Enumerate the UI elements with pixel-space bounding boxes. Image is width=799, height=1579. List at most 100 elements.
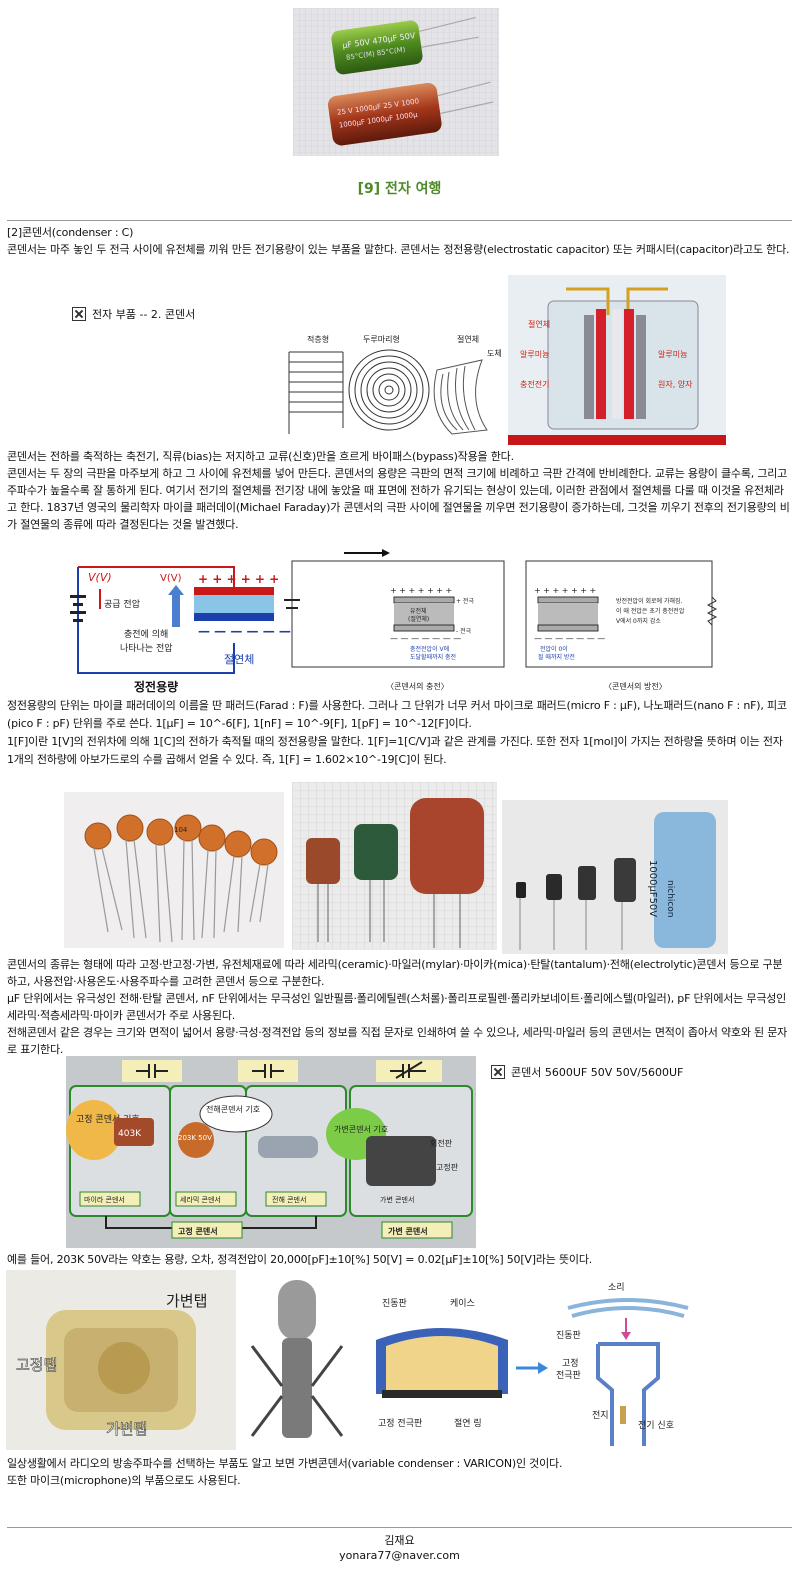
microphone-signal-diagram: 소리 진동판 고정 전극판 전지 전기 신호 xyxy=(548,1278,708,1450)
author-email[interactable]: yonara77@naver.com xyxy=(339,1549,460,1562)
diagram-label: 고정 xyxy=(562,1358,579,1369)
diagram-label: nichicon xyxy=(665,880,675,918)
capacitor-construction-diagram: 적층형 두루마리형 절연체 도체 xyxy=(277,330,505,442)
units-text: 정전용량의 단위는 마이클 패러데이의 이름을 딴 패러드(Farad : F)… xyxy=(7,699,787,730)
ceramic-capacitors-photo: 104 xyxy=(64,792,284,948)
diagram-label: 회전판 xyxy=(430,1138,453,1148)
divider-top xyxy=(7,220,792,221)
svg-text:+ + + + + + +: + + + + + + + xyxy=(534,586,596,595)
function-text: 콘덴서는 전하를 축적하는 축전기, 직류(bias)는 저지하고 교류(신호)… xyxy=(7,450,514,463)
broken-image-icon xyxy=(491,1065,505,1079)
diagram-label: 절연 링 xyxy=(454,1417,482,1429)
broken-image-parts-label: 전자 부품 -- 2. 콘덴서 xyxy=(92,308,196,321)
label-stacked: 적층형 xyxy=(307,334,329,344)
diagram-label: 나타나는 전압 xyxy=(120,642,173,654)
microphone-photo xyxy=(242,1276,352,1450)
diagram-label: 이 때 전압은 초기 충전전압 xyxy=(616,607,685,615)
diagram-label: (절연체) xyxy=(408,615,429,623)
diagram-label: 정전용량 xyxy=(134,679,178,694)
svg-text:V(V): V(V) xyxy=(88,571,112,584)
microphone-structure-diagram: 진동판 케이스 고정 전극판 절연 링 xyxy=(362,1290,602,1440)
variable-capacitor-photo: 가변탭 고정탭 가변탭 xyxy=(6,1270,236,1450)
paragraph-example: 예를 들어, 203K 50V라는 약호는 용량, 오차, 정격전압이 20,0… xyxy=(7,1251,792,1268)
diagram-label: V에서 0까지 감소 xyxy=(616,617,661,625)
diagram-label: 고정탭 xyxy=(16,1356,57,1374)
diagram-label: 가변 콘덴서 xyxy=(388,1226,428,1236)
diagram-label: 가변콘덴서 기호 xyxy=(334,1124,388,1134)
diagram-label: 공급 전압 xyxy=(104,598,140,610)
marking-text: 전해콘덴서 같은 경우는 크기와 면적이 넓어서 용량·극성·정격전압 등의 정… xyxy=(7,1026,788,1056)
diagram-label: 소리 xyxy=(608,1282,625,1293)
diagram-label: 전극판 xyxy=(556,1370,581,1381)
diagram-label: 마이라 콘덴서 xyxy=(84,1195,125,1204)
divider-bottom xyxy=(7,1527,792,1528)
microphone-text: 또한 마이크(microphone)의 부품으로도 사용된다. xyxy=(7,1474,241,1487)
diagram-label: 〈콘덴서의 충전〉 xyxy=(386,681,449,691)
diagram-label: 고정 전극판 xyxy=(378,1418,422,1429)
radio-text: 일상생활에서 라디오의 방송주파수를 선택하는 부품도 알고 보면 가변콘덴서(… xyxy=(7,1457,563,1470)
capacitor-types-diagram: 고정 콘덴서 기호 전해콘덴서 기호 가변콘덴서 기호 403K 203K 50… xyxy=(66,1056,476,1248)
broken-image-condenser: 콘덴서 5600UF 50V 50V/5600UF xyxy=(491,1064,683,1080)
electrolytic-capacitors-photo: 1000μF50V nichicon xyxy=(502,800,728,954)
diagram-label: 전압이 0이 xyxy=(540,645,568,653)
diagram-label: 충전전기 xyxy=(520,379,549,389)
types-text: 콘덴서의 종류는 형태에 따라 고정·반고정·가변, 유전체재료에 따라 세라믹… xyxy=(7,958,783,988)
diagram-label: 알루미늄 xyxy=(658,349,687,359)
diagram-label: + 전극 xyxy=(456,597,474,605)
paragraph-applications: 일상생활에서 라디오의 방송주파수를 선택하는 부품도 알고 보면 가변콘덴서(… xyxy=(7,1455,792,1489)
diagram-label: 전해콘덴서 기호 xyxy=(206,1104,260,1114)
diagram-label: 케이스 xyxy=(450,1298,475,1309)
diagram-label: 진동판 xyxy=(382,1298,407,1309)
diagram-label: 세라믹 콘덴서 xyxy=(180,1195,221,1204)
diagram-label: 〈콘덴서의 방전〉 xyxy=(604,681,667,691)
diagram-label: 403K xyxy=(118,1129,142,1139)
diagram-label: 도달할때까지 충전 xyxy=(410,653,456,661)
diagram-label: 두루마리형 xyxy=(363,335,400,344)
construction-text: 콘덴서는 두 장의 극판을 마주보게 하고 그 사이에 유전체를 넣어 만든다.… xyxy=(7,467,790,531)
diagram-label: 절연체 xyxy=(224,653,254,666)
diagram-label: 절연체 xyxy=(528,319,550,329)
diagram-label: 가변탭 xyxy=(166,1292,207,1310)
diagram-label: 전지 xyxy=(592,1410,609,1421)
diagram-label: 고정판 xyxy=(436,1162,459,1172)
film-capacitors-photo xyxy=(292,782,497,950)
diagram-label: 전해 콘덴서 xyxy=(272,1195,306,1204)
example-text: 예를 들어, 203K 50V라는 약호는 용량, 오차, 정격전압이 20,0… xyxy=(7,1253,593,1266)
svg-text:+ + + + + +: + + + + + + xyxy=(198,572,279,586)
diagram-label: 1000μF50V xyxy=(647,860,658,917)
farad-text: 1[F]이란 1[V]의 전위차에 의해 1[C]의 전하가 축적될 때의 정전… xyxy=(7,735,783,766)
page-title: [9] 전자 여행 xyxy=(357,181,442,197)
paragraph-units: 정전용량의 단위는 마이클 패러데이의 이름을 딴 패러드(Farad : F)… xyxy=(7,697,792,769)
svg-text:+ + + + + + +: + + + + + + + xyxy=(390,586,452,595)
diagram-label: 알루미늄 xyxy=(520,349,549,359)
charge-discharge-diagram: V(V) 공급 전압 충전에 의해 나타나는 전압 V(V) + + + + +… xyxy=(64,547,724,695)
author-name: 김재요 xyxy=(384,1534,415,1547)
diagram-label: 가변 콘덴서 xyxy=(380,1195,414,1204)
diagram-label: 충전에 의해 xyxy=(124,629,168,640)
diagram-label: 원자, 양자 xyxy=(658,380,693,389)
footer: 김재요 yonara77@naver.com xyxy=(0,1533,799,1563)
diagram-label: V(V) xyxy=(160,573,182,584)
broken-image-condenser-label: 콘덴서 5600UF 50V 50V/5600UF xyxy=(511,1066,684,1079)
svg-text:— — — — — —: — — — — — — xyxy=(198,624,291,638)
diagram-label: 전기 신호 xyxy=(638,1420,674,1431)
svg-text:— — — — — — —: — — — — — — — xyxy=(390,634,461,643)
diagram-label: - 전극 xyxy=(456,627,472,635)
diagram-label: 충전전압이 V에 xyxy=(410,645,449,653)
section-heading: [2]콘덴서(condenser : C) xyxy=(7,226,134,239)
diagram-label: 104 xyxy=(174,826,188,834)
diagram-label: 가변탭 xyxy=(106,1420,147,1438)
section-intro: [2]콘덴서(condenser : C) 콘덴서는 마주 놓인 두 전극 사이… xyxy=(7,224,792,258)
broken-image-parts: 전자 부품 -- 2. 콘덴서 xyxy=(72,306,195,322)
paragraph-types: 콘덴서의 종류는 형태에 따라 고정·반고정·가변, 유전체재료에 따라 세라믹… xyxy=(7,956,792,1058)
capacitor-photo-top: μF 50V 470μF 50V 85°C(M) 85°C(M) 25 V 10… xyxy=(293,8,499,156)
paragraph-function: 콘덴서는 전하를 축적하는 축전기, 직류(bias)는 저지하고 교류(신호)… xyxy=(7,448,792,533)
diagram-label: 방전전압이 회로에 가해짐. xyxy=(616,597,683,605)
diagram-label: 고정 콘덴서 기호 xyxy=(76,1114,140,1125)
diagram-label: 될 때까지 방전 xyxy=(538,653,575,661)
broken-image-icon xyxy=(72,307,86,321)
diagram-label: 유전체 xyxy=(410,607,427,615)
diagram-label: 도체 xyxy=(487,348,502,358)
units-usage-text: μF 단위에서는 유극성인 전해·탄탈 콘덴서, nF 단위에서는 무극성인 일… xyxy=(7,992,787,1022)
svg-text:— — — — — — —: — — — — — — — xyxy=(534,634,605,643)
